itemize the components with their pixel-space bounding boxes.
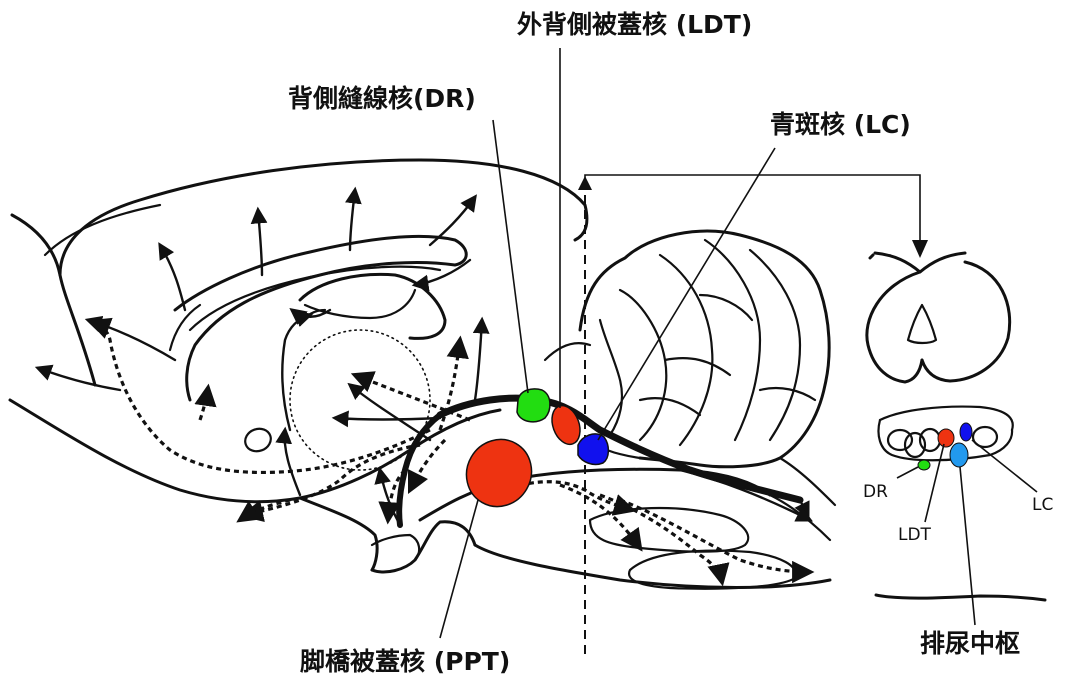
label-section-lc: LC	[1032, 495, 1053, 515]
section-dr-nucleus	[918, 460, 930, 470]
section-lc-nucleus	[960, 423, 972, 441]
label-micturition-center: 排尿中枢	[920, 629, 1020, 658]
label-lc: 青斑核 (LC)	[770, 110, 911, 139]
solid-projections	[38, 190, 810, 525]
cross-section	[867, 253, 1045, 600]
leader-lines	[440, 48, 1037, 638]
label-ldt: 外背側被蓋核 (LDT)	[517, 10, 752, 39]
brain-outline	[10, 160, 835, 589]
label-section-dr: DR	[863, 482, 888, 502]
micturition-center-nucleus	[950, 443, 968, 467]
label-ppt: 脚橋被蓋核 (PPT)	[300, 647, 510, 676]
labels: 外背側被蓋核 (LDT) 背側縫線核(DR) 青斑核 (LC) 脚橋被蓋核 (P…	[288, 10, 1053, 676]
section-ldt-nucleus	[938, 429, 954, 447]
label-section-ldt: LDT	[898, 525, 932, 545]
label-dr: 背側縫線核(DR)	[288, 84, 476, 113]
lc-nucleus	[578, 434, 608, 464]
dr-nucleus	[517, 389, 550, 422]
ppt-nucleus	[454, 428, 543, 519]
